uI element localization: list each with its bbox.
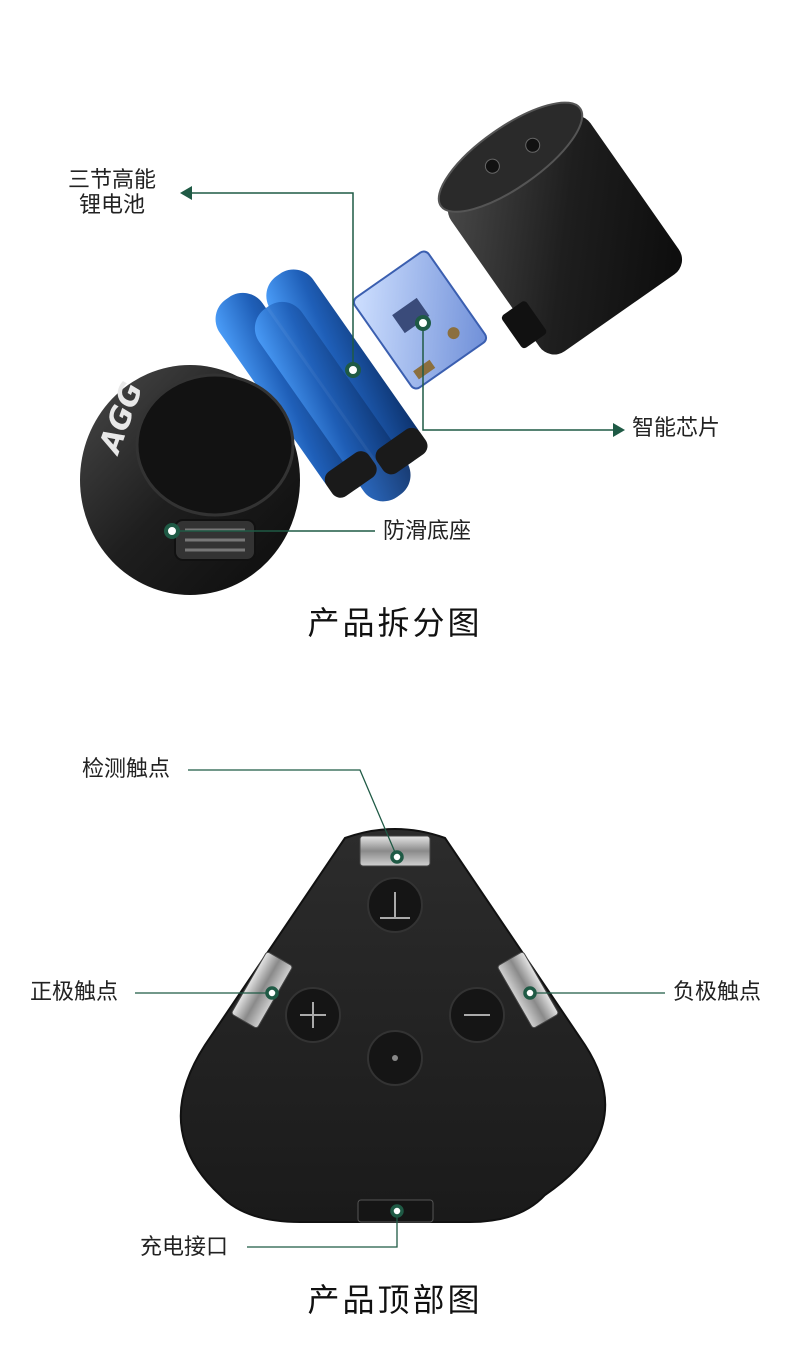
- top-view-caption: 产品顶部图: [307, 1281, 483, 1319]
- callout-charge-line: [247, 1211, 398, 1248]
- label-chip: 智能芯片: [632, 416, 721, 441]
- exploded-view-illustration: AGG: [80, 101, 683, 595]
- arrow-left-icon: [180, 186, 192, 200]
- battery-cells: [215, 269, 428, 502]
- callout-dot-base: [164, 523, 180, 539]
- callout-chip-line: [422, 323, 615, 431]
- plus-terminal-icon: [285, 987, 341, 1043]
- arrow-right-icon: [613, 423, 625, 437]
- top-view-illustration: [135, 769, 665, 1248]
- callout-dot-battery: [345, 362, 361, 378]
- ground-terminal-icon: [367, 877, 423, 933]
- label-detect-contact: 检测触点: [82, 757, 171, 782]
- callout-battery-line: [190, 192, 354, 370]
- callout-dot-charge: [390, 1204, 404, 1218]
- callout-dot-positive: [265, 986, 279, 1000]
- battery-top-cap: [437, 101, 683, 355]
- callout-detect-line: [188, 769, 398, 858]
- battery-base: AGG: [80, 365, 300, 595]
- top-plate: [179, 828, 607, 1223]
- center-terminal-icon: [367, 1030, 423, 1086]
- callout-dot-negative: [523, 986, 537, 1000]
- callout-dot-chip: [415, 315, 431, 331]
- callout-dot-detect: [390, 850, 404, 864]
- label-positive-contact: 正极触点: [30, 980, 119, 1005]
- label-charge-port: 充电接口: [140, 1235, 229, 1260]
- exploded-caption: 产品拆分图: [307, 604, 483, 642]
- top-view-section: 检测触点 正极触点 负极触点 充电接口 产品顶部图: [0, 660, 790, 1348]
- exploded-view-section: AGG 三节高能 锂电池 智能芯片 防滑底座 产品拆分图: [0, 0, 790, 660]
- label-negative-contact: 负极触点: [673, 980, 762, 1005]
- minus-terminal-icon: [449, 987, 505, 1043]
- label-base: 防滑底座: [383, 519, 472, 544]
- label-battery: 三节高能 锂电池: [68, 168, 157, 218]
